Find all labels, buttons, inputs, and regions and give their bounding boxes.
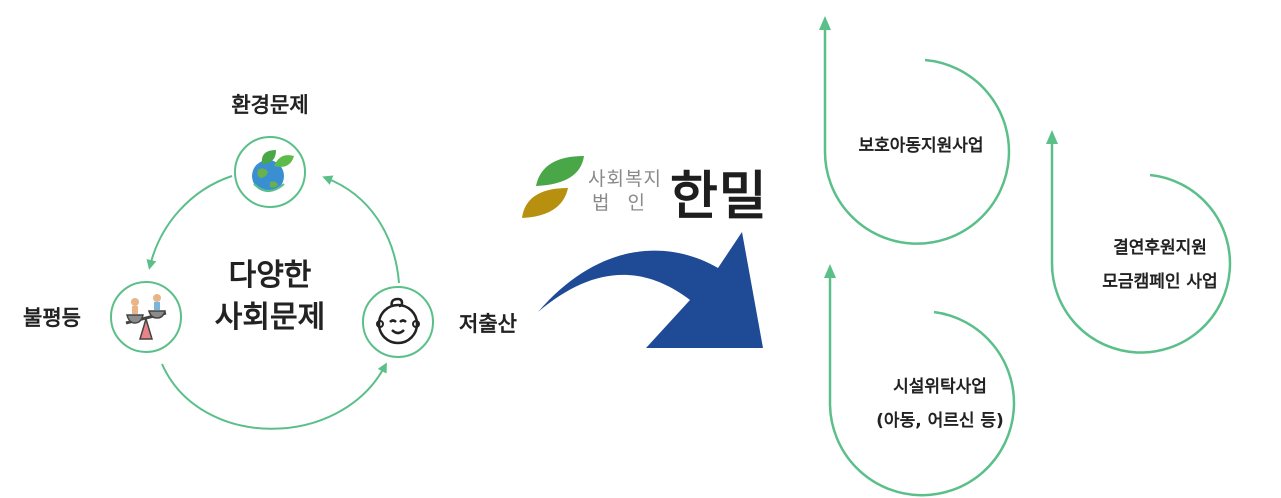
program-3-label: 시설위탁사업 (아동, 어르신 등) bbox=[876, 370, 1004, 438]
center-title-line2: 사회문제 bbox=[214, 300, 326, 335]
earth-leaf-icon bbox=[252, 150, 294, 192]
logo-sub-line1: 사회복지 bbox=[588, 168, 662, 190]
logo-sub-line2: 법 인 bbox=[592, 192, 651, 214]
program-3-swirl bbox=[828, 268, 1016, 497]
node-label-low-birthrate: 저출산 bbox=[459, 312, 517, 336]
program-1-arrowhead bbox=[819, 16, 831, 30]
cycle-arrow-right-to-top bbox=[322, 175, 400, 284]
program-1-label: 보호아동지원사업 bbox=[858, 136, 984, 156]
program-3-arrowhead bbox=[824, 264, 836, 278]
seesaw-scale-icon bbox=[125, 294, 167, 340]
program-2-swirl bbox=[1050, 134, 1232, 354]
logo-name: 한밀 bbox=[670, 167, 768, 227]
node-environment bbox=[234, 136, 306, 208]
node-label-environment: 환경문제 bbox=[231, 93, 309, 117]
program-2-line2: 모금캠페인 사업 bbox=[1102, 272, 1218, 292]
program-3-line2: (아동, 어르신 등) bbox=[876, 411, 1004, 431]
program-1-swirl bbox=[823, 20, 1011, 245]
node-inequality bbox=[110, 281, 182, 353]
leaf-logo-icon bbox=[522, 156, 584, 218]
center-title-line1: 다양한 bbox=[228, 258, 312, 293]
program-3-line1: 시설위탁사업 bbox=[893, 377, 987, 397]
center-title: 다양한 사회문제 bbox=[215, 255, 325, 339]
node-low-birthrate bbox=[362, 286, 434, 358]
big-blue-arrow bbox=[538, 232, 763, 348]
logo: 사회복지 법 인 한밀 bbox=[520, 152, 770, 227]
cycle-arrow-top-to-left bbox=[146, 175, 233, 270]
cycle-arrow-left-to-right bbox=[161, 362, 387, 430]
program-2-line1: 결연후원지원 bbox=[1113, 238, 1207, 258]
program-2-arrowhead bbox=[1046, 130, 1058, 144]
baby-face-icon bbox=[376, 297, 420, 345]
program-2-label: 결연후원지원 모금캠페인 사업 bbox=[1102, 231, 1217, 299]
node-label-inequality: 불평등 bbox=[23, 306, 81, 330]
